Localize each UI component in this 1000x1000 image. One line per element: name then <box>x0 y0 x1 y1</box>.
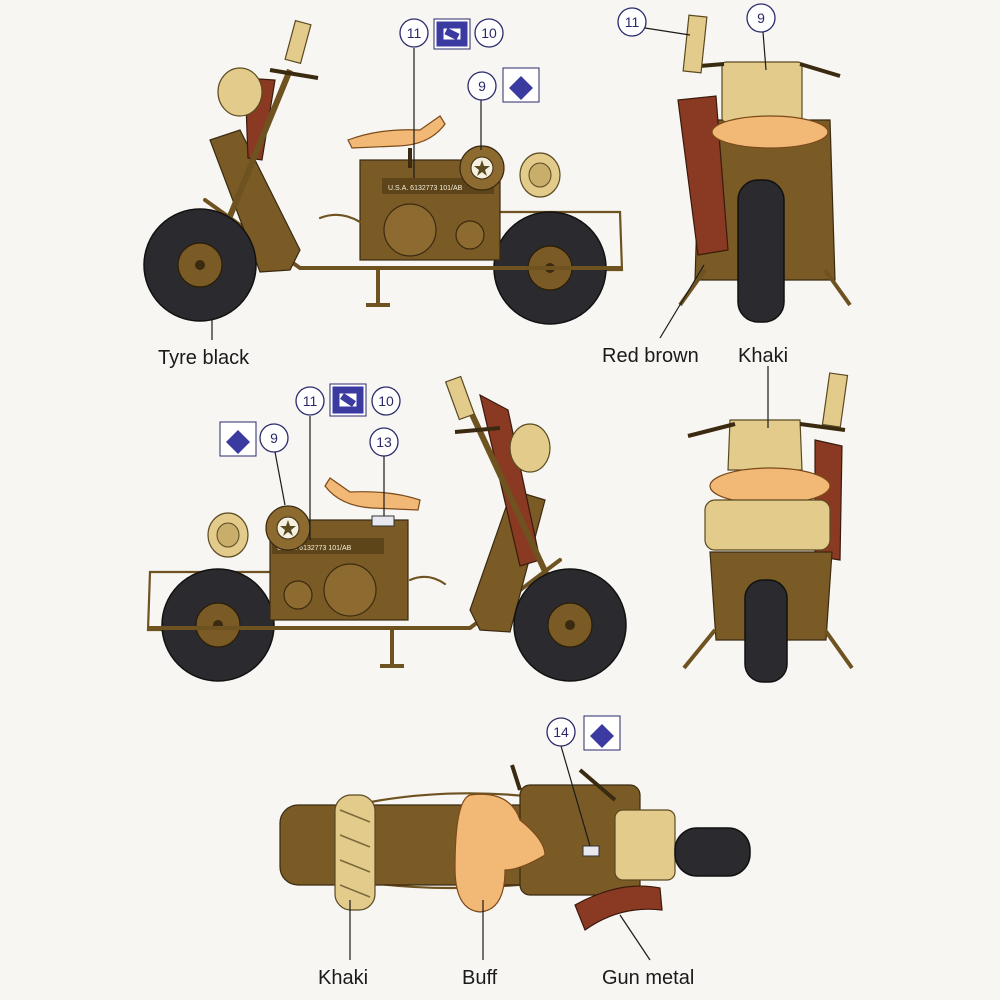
callout-9-front: 9 <box>757 10 765 26</box>
engine-flywheel <box>383 203 437 257</box>
rear-view-handlebar <box>687 422 846 438</box>
callout-14-top: 14 <box>553 724 569 740</box>
callout-11-mid: 11 <box>303 393 318 409</box>
handlebar <box>269 68 319 80</box>
label-buff: Buff <box>462 967 498 989</box>
footrest <box>318 213 362 224</box>
front-bag-r <box>509 423 551 473</box>
spare-bundle-core-r <box>216 522 240 548</box>
callout-9-mid: 9 <box>270 430 278 446</box>
decal-13 <box>371 515 395 527</box>
top-decal <box>582 845 600 857</box>
rear-view-bundle <box>704 499 831 551</box>
label-red-brown: Red brown <box>602 345 699 367</box>
pulley-r <box>283 580 313 610</box>
rear-stand-left <box>682 628 717 670</box>
lamp-bracket-r <box>444 375 476 421</box>
leader-lines <box>211 27 769 961</box>
rear-view-lamp <box>821 372 849 428</box>
top-seat <box>454 793 546 913</box>
top-scabbard <box>574 885 663 931</box>
top-spare-bundle <box>334 794 376 911</box>
front-view <box>677 14 852 323</box>
decal-10-icon <box>436 21 468 47</box>
main-frame-rail-r <box>148 558 562 630</box>
front-bag <box>217 67 263 117</box>
top-handlebar <box>578 768 617 802</box>
front-stand-left <box>678 268 707 307</box>
front-handlebar <box>699 62 841 78</box>
rear-basket <box>727 419 803 471</box>
rear-view <box>682 372 854 683</box>
handlebar-r <box>454 426 501 434</box>
decal-9-icon-mid <box>226 430 250 454</box>
top-front-basket <box>614 809 676 881</box>
front-axle-r <box>565 620 575 630</box>
callout-9-top: 9 <box>478 78 486 94</box>
callouts: 11 10 9 11 9 11 10 9 13 14 <box>219 3 776 751</box>
front-axle <box>195 260 205 270</box>
star-icon <box>474 160 490 176</box>
decal-14-icon <box>590 724 614 748</box>
front-seat <box>711 115 829 149</box>
headlamp-bracket <box>284 19 312 65</box>
callout-10-mid: 10 <box>378 393 394 409</box>
label-gun-metal: Gun metal <box>602 967 694 989</box>
decal-10-icon-mid <box>332 386 364 414</box>
callout-10-top: 10 <box>481 25 497 41</box>
front-lamp <box>682 14 708 74</box>
top-view <box>279 764 751 931</box>
callout-11-front: 11 <box>625 14 640 30</box>
top-front-tyre <box>674 827 751 877</box>
spare-bundle-core <box>528 162 552 188</box>
seat <box>347 115 446 149</box>
rear-stand-right <box>823 628 854 670</box>
front-view-tyre <box>737 179 785 323</box>
callout-11-top: 11 <box>407 25 422 41</box>
decal-9-icon <box>509 76 533 100</box>
star-icon-r <box>280 520 296 536</box>
label-khaki-right: Khaki <box>738 345 788 367</box>
label-khaki-bottom: Khaki <box>318 967 368 989</box>
seat-r <box>324 477 421 511</box>
vehicle-marking: U.S.A. 6132773 101/AB <box>388 185 463 192</box>
label-tyre-black: Tyre black <box>158 347 250 369</box>
top-lamp-post <box>510 764 522 791</box>
callout-13-mid: 13 <box>376 434 392 450</box>
clutch-pulley <box>455 220 485 250</box>
side-view-right: U.S.A. 6132773 101/AB <box>146 375 627 682</box>
footrest-r <box>408 575 447 586</box>
side-view-left: U.S.A. 6132773 101/AB <box>143 19 624 325</box>
rear-view-seat <box>709 467 831 505</box>
front-basket <box>721 61 803 123</box>
top-bundle-straps <box>339 809 371 898</box>
flywheel-r <box>323 563 377 617</box>
front-stand-right <box>823 268 852 307</box>
rear-view-tyre <box>744 579 788 683</box>
vehicle-marking-r: U.S.A. 6132773 101/AB <box>277 545 352 552</box>
